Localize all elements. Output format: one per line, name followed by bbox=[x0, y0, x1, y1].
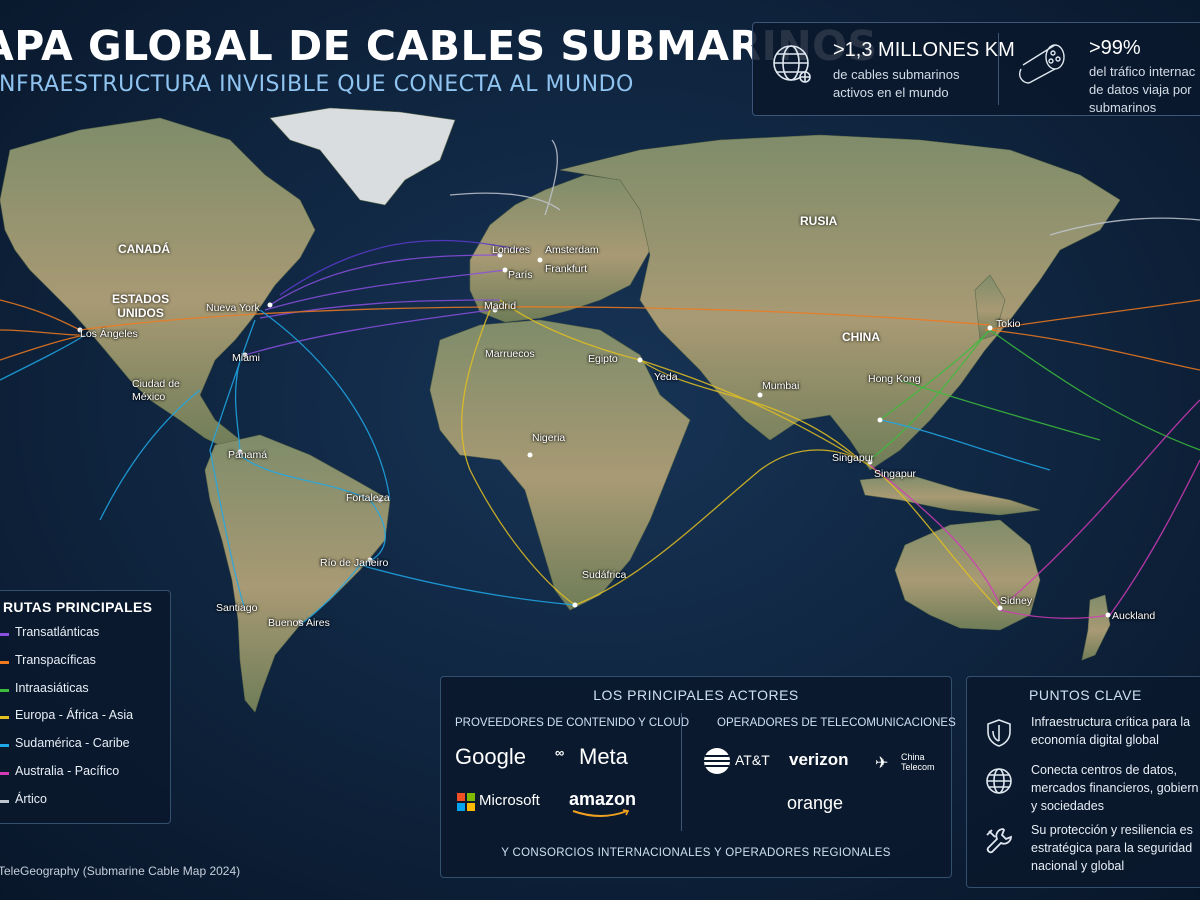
amazon-smile-icon bbox=[572, 809, 630, 817]
land-new-zealand bbox=[1081, 594, 1111, 661]
city-label: Frankfurt bbox=[545, 263, 588, 275]
city-label: Nueva York bbox=[206, 302, 260, 314]
telecom-operators-header: OPERADORES DE TELECOMUNICACIONES bbox=[717, 717, 956, 729]
logo-amazon: amazon bbox=[569, 789, 637, 809]
landmasses bbox=[0, 107, 1121, 713]
cable-routes bbox=[0, 139, 1200, 626]
routes-legend: RUTAS PRINCIPALES Transatlánticas Transp… bbox=[0, 590, 171, 824]
page-subtitle: INFRAESTRUCTURA INVISIBLE QUE CONECTA AL… bbox=[0, 72, 634, 97]
actors-divider bbox=[681, 713, 682, 831]
city-label: Santiago bbox=[216, 602, 258, 614]
city-label: Nigeria bbox=[532, 432, 566, 444]
land-greenland bbox=[269, 107, 456, 206]
legend-label: Sudamérica - Caribe bbox=[15, 736, 130, 750]
key-point-text: Infraestructura crítica para la economía… bbox=[1031, 715, 1191, 747]
city-label: Río de Janeiro bbox=[320, 557, 389, 569]
legend-label: Intraasiáticas bbox=[15, 681, 89, 695]
legend-label: Transatlánticas bbox=[15, 625, 100, 639]
legend-swatch bbox=[0, 661, 9, 664]
stat-value: >1,3 MILLONES KM bbox=[833, 39, 1015, 61]
stat-description: del tráfico internac de datos viaja por … bbox=[1089, 64, 1196, 115]
legend-swatch bbox=[0, 716, 9, 719]
city-label: Madrid bbox=[484, 300, 517, 312]
city-label: París bbox=[508, 269, 533, 281]
actors-title: LOS PRINCIPALES ACTORES bbox=[593, 687, 799, 703]
city-label: Fortaleza bbox=[346, 492, 390, 504]
country-label-china: CHINA bbox=[842, 330, 880, 344]
stats-panel: >1,3 MILLONES KM de cables submarinos ac… bbox=[752, 22, 1200, 116]
source-credit: TeleGeography (Submarine Cable Map 2024) bbox=[0, 864, 241, 878]
logo-google: Google bbox=[455, 744, 526, 769]
stat-cable-length: >1,3 MILLONES KM de cables submarinos ac… bbox=[753, 23, 1015, 115]
meta-infinity-icon: ∞ bbox=[555, 745, 565, 760]
city-label: Egipto bbox=[588, 353, 618, 365]
page-title: APA GLOBAL DE CABLES SUBMARINOS bbox=[0, 22, 878, 70]
shield-icon bbox=[987, 719, 1011, 747]
country-label-canada: CANADÁ bbox=[118, 242, 170, 256]
land-africa bbox=[429, 319, 691, 611]
land-asia bbox=[559, 134, 1121, 471]
legend-swatch bbox=[0, 800, 9, 803]
cable-icon bbox=[1019, 44, 1065, 84]
legend-label: Ártico bbox=[15, 792, 47, 806]
stat-value: >99% bbox=[1089, 37, 1141, 59]
legend-swatch bbox=[0, 633, 9, 636]
logo-meta: Meta bbox=[579, 744, 628, 769]
att-globe-icon bbox=[704, 748, 730, 774]
key-points-title: PUNTOS CLAVE bbox=[1029, 687, 1142, 703]
legend-swatch bbox=[0, 744, 9, 747]
legend-label: Europa - África - Asia bbox=[15, 708, 134, 722]
city-label: Londres bbox=[492, 244, 530, 256]
city-label: Auckland bbox=[1112, 610, 1156, 622]
legend-swatch bbox=[0, 772, 9, 775]
land-south-america bbox=[204, 434, 391, 713]
landing-points bbox=[77, 252, 1111, 625]
legend-swatch bbox=[0, 689, 9, 692]
wrench-icon bbox=[986, 828, 1012, 854]
key-points-panel: PUNTOS CLAVE Infraestructura crítica par… bbox=[966, 676, 1200, 888]
city-label: Los Ángeles bbox=[80, 328, 138, 340]
city-label: Singapur bbox=[874, 468, 917, 480]
legend-title: RUTAS PRINCIPALES bbox=[3, 599, 153, 615]
city-label: Yeda bbox=[654, 371, 678, 383]
city-label: Buenos Aires bbox=[268, 617, 330, 629]
legend-label: Australia - Pacífico bbox=[15, 764, 120, 778]
globe-icon bbox=[986, 768, 1012, 794]
stat-traffic-share: >99% del tráfico internac de datos viaja… bbox=[999, 23, 1200, 115]
legend-label: Transpacíficas bbox=[15, 653, 96, 667]
city-label: Miami bbox=[232, 352, 260, 364]
actors-panel: LOS PRINCIPALES ACTORES PROVEEDORES DE C… bbox=[440, 676, 956, 878]
city-label: Tokio bbox=[996, 318, 1021, 330]
city-label: Mumbai bbox=[762, 380, 800, 392]
land-australia bbox=[894, 519, 1041, 631]
city-label: Panamá bbox=[228, 449, 268, 461]
country-label-usa: ESTADOS UNIDOS bbox=[112, 292, 170, 320]
logo-orange: orange bbox=[787, 793, 844, 813]
actors-footer: Y CONSORCIOS INTERNACIONALES Y OPERADORE… bbox=[501, 847, 891, 859]
city-label: Amsterdam bbox=[545, 244, 599, 256]
city-label: Sudáfrica bbox=[582, 569, 627, 581]
city-label: Marruecos bbox=[485, 348, 535, 360]
stat-description: de cables submarinos activos en el mundo bbox=[833, 67, 960, 100]
land-indonesia bbox=[859, 474, 1041, 516]
logo-china-telecom: China Telecom bbox=[901, 752, 935, 772]
stat-divider bbox=[998, 33, 999, 105]
logo-verizon: verizon bbox=[789, 750, 849, 769]
city-label: Sidney bbox=[1000, 595, 1033, 607]
content-providers-header: PROVEEDORES DE CONTENIDO Y CLOUD bbox=[455, 717, 690, 729]
china-telecom-icon: ✈ bbox=[875, 755, 889, 772]
city-label: Hong Kong bbox=[868, 373, 921, 385]
key-point-text: Su protección y resiliencia es estratégi… bbox=[1031, 823, 1193, 873]
country-label-russia: RUSIA bbox=[800, 214, 838, 228]
microsoft-squares-icon bbox=[457, 793, 475, 811]
city-label: Singapur bbox=[832, 452, 875, 464]
logo-microsoft: Microsoft bbox=[479, 792, 540, 809]
logo-att: AT&T bbox=[735, 752, 770, 768]
key-point-text: Conecta centros de datos, mercados finan… bbox=[1031, 763, 1199, 813]
city-label: Ciudad de México bbox=[132, 378, 180, 403]
globe-network-icon bbox=[773, 45, 811, 83]
